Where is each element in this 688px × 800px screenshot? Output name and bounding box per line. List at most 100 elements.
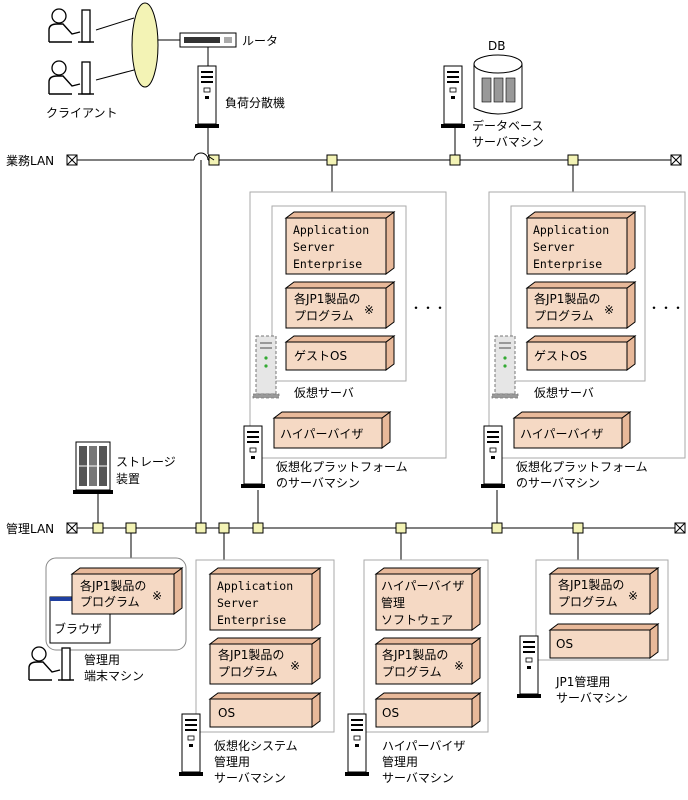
lan-node-icon [326,154,338,166]
operator-person-icon [28,646,75,681]
client-label: クライアント [46,106,118,120]
note-mark: ※ [454,659,464,673]
jp1-program-component: 各JP1製品の プログラム ※ [374,637,482,685]
virtual-server-label: 仮想サーバ [294,385,354,400]
platform-label-2: のサーバマシン [276,476,360,490]
note-mark: ※ [364,303,374,317]
vsys-mgmt-label-1: 仮想化システム [214,738,298,753]
db-server-label-2: サーバマシン [472,135,544,149]
jp1-program-component: 各JP1製品の プログラム ※ [208,637,322,685]
hv-mgmt-server-label-2: 管理用 [382,754,418,769]
app-server-component: Application Server Enterprise [208,567,322,631]
db-server-label-1: データベース [472,118,543,133]
app-server-component: Application Server Enterprise [525,211,637,275]
jp1-mgmt-label-2: サーバマシン [556,691,628,705]
note-mark: ※ [628,589,638,603]
storage-label-2: 装置 [116,472,140,486]
jp1-program-component: 各JP1製品の プログラム ※ [70,567,184,615]
lan-node-icon [395,522,407,534]
os-component: OS [208,692,322,728]
load-balancer-label: 負荷分散機 [225,95,285,110]
jp1-program-text-2: プログラム [534,309,594,323]
network-cloud-icon [131,2,159,88]
ellipsis-text: ・・・ [410,301,446,315]
platform-label-1: 仮想化プラットフォーム [516,459,648,474]
platform-label-1: 仮想化プラットフォーム [276,459,408,474]
lan-terminator-icon [670,154,682,166]
lan-node-icon [218,522,230,534]
hypervisor-component: ハイパーバイザ [272,411,392,449]
hypervisor-text: ハイパーバイザ [520,427,603,441]
lan-terminator-icon [66,522,78,534]
jp1-program-component: 各JP1製品の プログラム ※ [525,281,637,329]
app-server-text-1: Application [533,223,609,237]
note-mark: ※ [604,303,614,317]
app-server-text-3: Enterprise [533,257,602,271]
guest-os-component: ゲストOS [525,335,637,371]
link-line [207,155,215,161]
router-label: ルータ [242,34,278,48]
database-icon [473,54,523,115]
lan-node-icon [572,522,584,534]
guest-os-text: ゲストOS [294,349,347,363]
app-server-text-3: Enterprise [293,257,362,271]
os-text: OS [556,637,573,651]
lan-terminator-icon [66,154,78,166]
jp1-program-text-1: 各JP1製品の [382,647,448,662]
vsys-mgmt-label-3: サーバマシン [214,771,286,785]
line-hop [193,152,209,161]
jp1-program-text-2: プログラム [558,595,618,609]
business-lan-label: 業務LAN [6,154,54,168]
lan-node-icon [92,522,104,534]
vsys-mgmt-label-2: 管理用 [214,754,250,769]
terminal-label-2: 端末マシン [84,669,144,683]
app-server-text-3: Enterprise [217,613,286,627]
hv-mgmt-server-label-3: サーバマシン [382,771,454,785]
hv-mgmt-server-label-1: ハイパーバイザ [382,739,465,753]
guest-os-text: ゲストOS [534,349,587,363]
jp1-program-text-2: プログラム [218,665,278,679]
browser-label: ブラウザ [54,621,102,636]
hypervisor-component: ハイパーバイザ [512,411,632,449]
virtual-server-ghost-icon [252,335,280,399]
client-person-icon [48,8,95,43]
storage-label-1: ストレージ [116,455,176,469]
jp1-program-text-2: プログラム [294,309,354,323]
os-component: OS [374,692,482,728]
os-component: OS [548,623,660,659]
guest-os-component: ゲストOS [284,335,396,371]
app-server-text-2: Server [217,596,259,610]
jp1-program-text-2: プログラム [80,595,140,609]
virtual-server-ghost-icon [491,335,519,399]
terminal-label-1: 管理用 [84,652,120,667]
management-lan-label: 管理LAN [6,521,54,536]
virtual-server-label: 仮想サーバ [534,385,594,400]
lan-node-icon [491,522,503,534]
jp1-program-text-1: 各JP1製品の [218,647,284,662]
lan-node-icon [252,522,264,534]
note-mark: ※ [290,659,300,673]
link-line [95,69,135,81]
hypervisor-mgmt-software-component: ハイパーバイザ 管理 ソフトウェア [374,567,482,631]
hypervisor-text: ハイパーバイザ [280,427,363,441]
app-server-text-2: Server [293,240,335,254]
jp1-program-text-1: 各JP1製品の [534,291,600,306]
load-balancer-server-icon [194,65,220,129]
lan-node-icon [567,154,579,166]
os-text: OS [382,706,399,720]
jp1-program-text-1: 各JP1製品の [294,291,360,306]
jp1-program-text-1: 各JP1製品の [558,577,624,592]
vsys-mgmt-server-icon [178,713,204,777]
hv-mgmt-server-icon [344,713,370,777]
link-line [95,17,135,31]
db-server-icon [440,65,466,129]
ellipsis-text: ・・・ [648,301,684,315]
app-server-text-1: Application [217,579,293,593]
jp1-mgmt-label-1: JP1管理用 [555,674,610,689]
jp1-mgmt-server-icon [516,635,542,699]
app-server-text-1: Application [293,223,369,237]
platform-server-icon [240,425,266,489]
hv-mgmt-text-3: ソフトウェア [381,613,453,627]
